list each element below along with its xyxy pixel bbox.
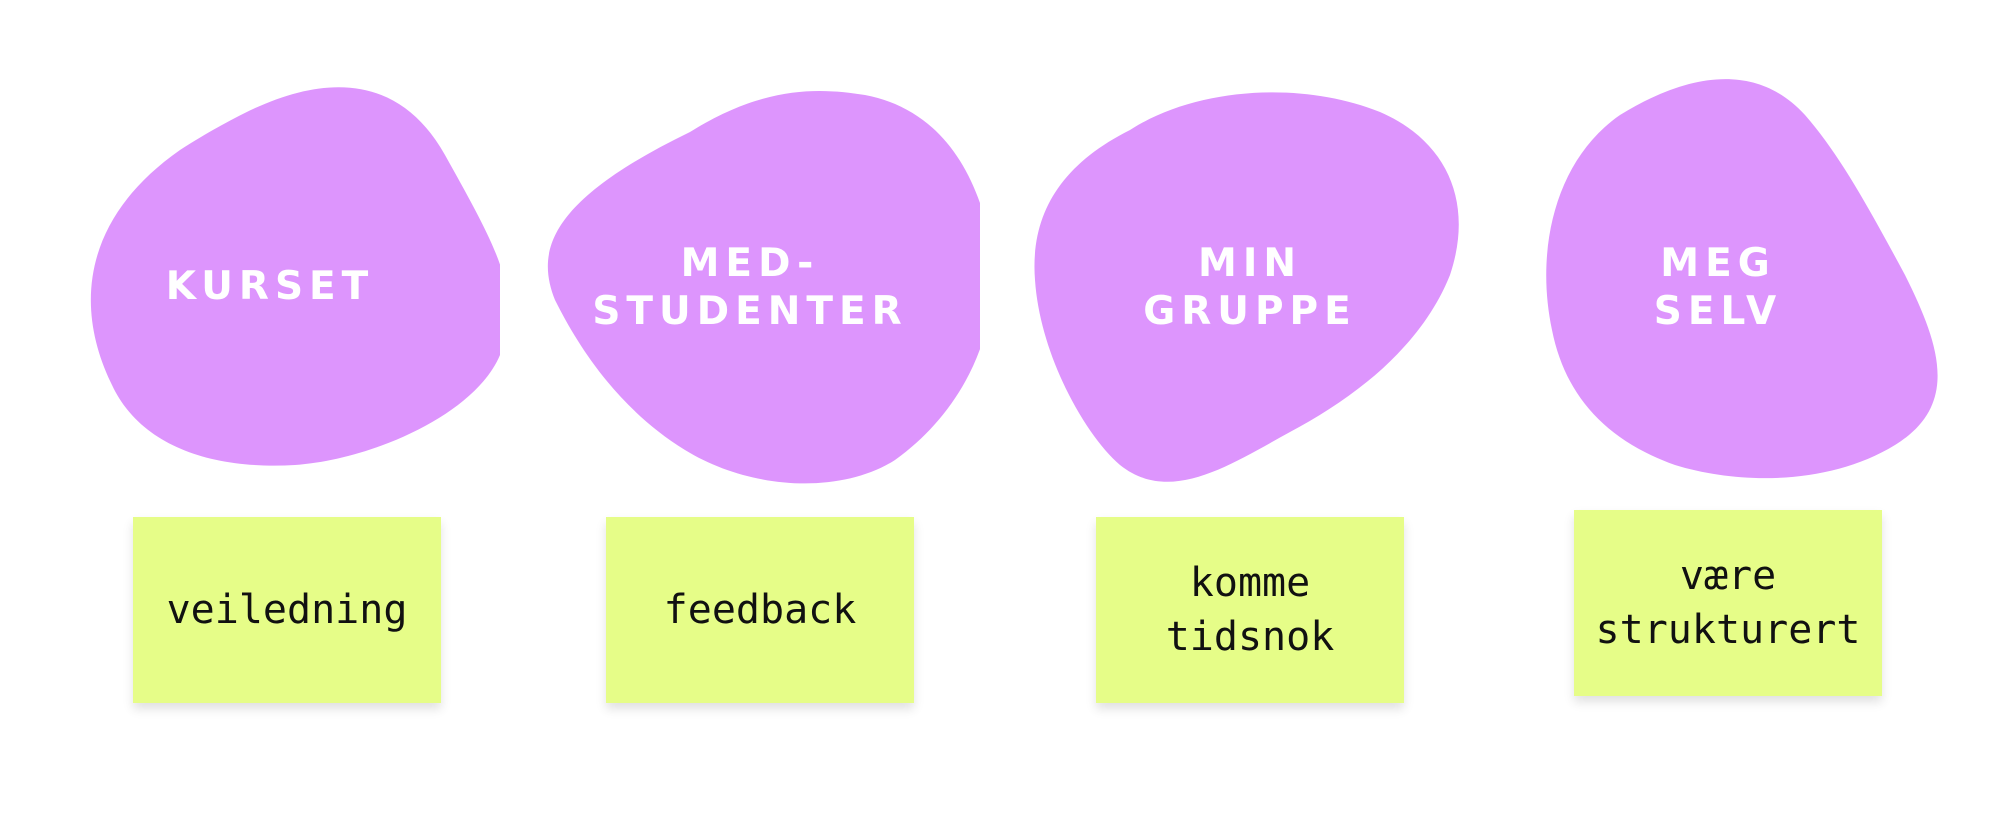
blob-shape	[1546, 79, 1938, 479]
category-label-line: STUDENTER	[592, 289, 908, 334]
category-label-line: GRUPPE	[1143, 289, 1357, 334]
blob-shape	[547, 91, 980, 484]
category-label: KURSET	[40, 263, 500, 311]
category-blob	[1546, 79, 1938, 479]
category-label: MED- STUDENTER	[520, 240, 980, 336]
category-blob	[547, 91, 980, 484]
sticky-note-line: være	[1679, 553, 1777, 599]
sticky-note: være strukturert	[1574, 510, 1882, 696]
category-label-line: KURSET	[165, 264, 375, 309]
sticky-note-line: tidsnok	[1165, 614, 1335, 660]
sticky-note-line: komme	[1189, 560, 1311, 606]
category-blob	[1034, 92, 1459, 482]
sticky-note-line: strukturert	[1595, 607, 1861, 653]
category-label: MIN GRUPPE	[1020, 240, 1480, 336]
sticky-note: komme tidsnok	[1096, 517, 1404, 703]
blob-shape	[90, 87, 500, 466]
sticky-note-line: feedback	[663, 587, 857, 633]
sticky-note-line: veiledning	[166, 587, 408, 633]
category-label-line: MED-	[680, 241, 820, 286]
sticky-note: feedback	[606, 517, 914, 703]
category-label-line: SELV	[1653, 289, 1783, 334]
category-blob	[90, 87, 500, 466]
category-medstudenter: MED- STUDENTER feedback	[520, 0, 980, 813]
blob-shape	[1034, 92, 1459, 482]
category-label: MEG SELV	[1488, 240, 1948, 336]
category-kurset: KURSET veiledning	[40, 0, 500, 813]
category-label-line: MIN	[1198, 241, 1302, 286]
sticky-note: veiledning	[133, 517, 441, 703]
category-label-line: MEG	[1660, 241, 1776, 286]
category-meg-selv: MEG SELV være strukturert	[1500, 0, 1960, 813]
category-min-gruppe: MIN GRUPPE komme tidsnok	[1020, 0, 1480, 813]
